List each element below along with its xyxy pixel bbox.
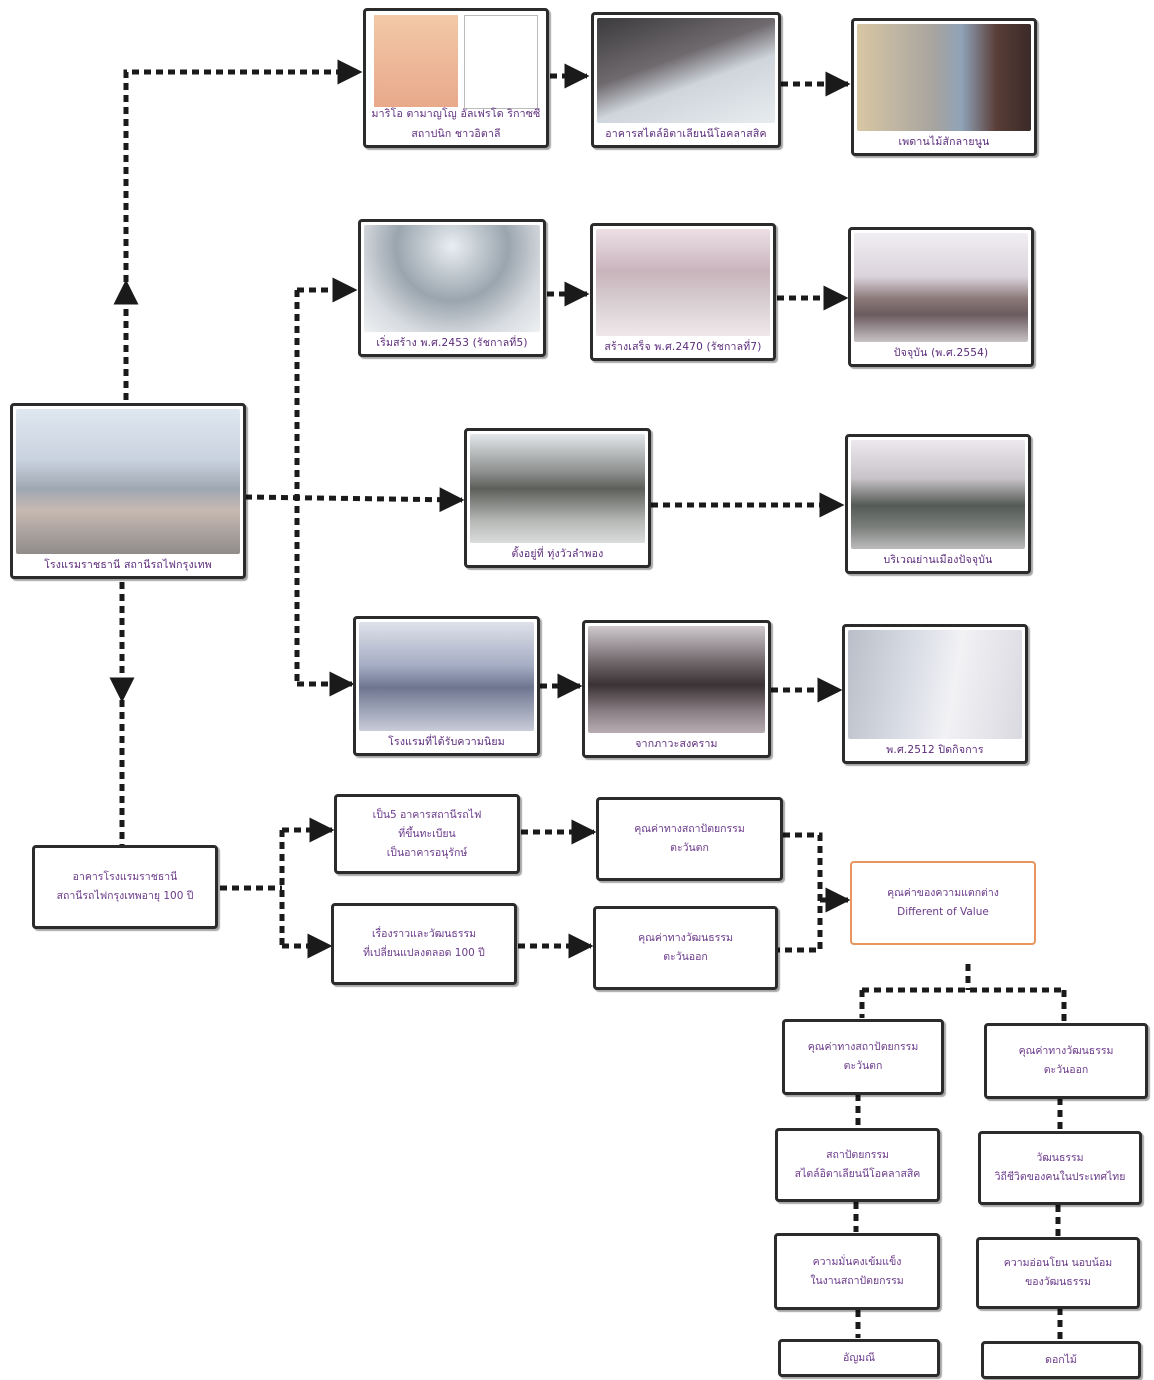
node-architect: มาริโอ ตามาญโญ อัลเฟรโด ริกาซซี สถาปนิก … (363, 8, 549, 148)
photo-station-present (854, 233, 1028, 342)
node-story-culture: เรื่องราวและวัฒนธรรม ที่เปลี่ยนแปลงตลอด … (331, 903, 517, 985)
node-present-day: ปัจจุบัน (พ.ศ.2554) (848, 227, 1034, 367)
node-area-today: บริเวณย่านเมืองปัจจุบัน (845, 434, 1031, 574)
caption-main-hotel: โรงแรมราชธานี สถานีรถไฟกรุงเทพ (44, 559, 212, 571)
culte-line2: ตะวันออก (663, 951, 708, 963)
b4-line2: วิถีชีวิตของคนในประเทศไทย (994, 1171, 1126, 1183)
node-strength: ความมั่นคงเข้มแข็ง ในงานสถาปัตยกรรม (774, 1233, 940, 1310)
node-gentleness: ความอ่อนโยน นอบน้อม ของวัฒนธรรม (976, 1237, 1140, 1309)
photo-war-damage (588, 626, 765, 733)
node-western-architecture: คุณค่าทางสถาปัตยกรรม ตะวันตก (596, 797, 783, 881)
b4-line1: วัฒนธรรม (1036, 1152, 1084, 1164)
photo-station-completed (596, 229, 770, 336)
b1-line1: คุณค่าทางสถาปัตยกรรม (807, 1041, 919, 1053)
node-different-of-value: คุณค่าของความแตกต่าง Different of Value (850, 861, 1036, 945)
photo-teak-ceiling (857, 24, 1031, 131)
caption-italian-style: อาคารสไตล์อิตาเลียนนีโอคลาสสิค (605, 128, 767, 140)
node-gem: อัญมณี (778, 1339, 940, 1377)
hotel-line1: อาคารโรงแรมราชธานี (72, 871, 178, 883)
edge-up-row1 (123, 59, 363, 282)
caption-present-day: ปัจจุบัน (พ.ศ.2554) (893, 347, 989, 359)
photo-station-construction (364, 225, 540, 332)
reg-line1: เป็น5 อาคารสถานีรถไฟ (372, 808, 482, 821)
b2-line1: คุณค่าทางวัฒนธรรม (1018, 1045, 1114, 1057)
edge-main-r3a (244, 487, 465, 513)
node-start-build: เริ่มสร้าง พ.ศ.2453 (รัชกาลที่5) (358, 219, 546, 357)
node-italian-neoclassic: สถาปัตยกรรม สไตล์อิตาเลียนนีโอคลาสสิค (775, 1128, 940, 1202)
node-thai-way-of-life: วัฒนธรรม วิถีชีวิตของคนในประเทศไทย (978, 1131, 1142, 1205)
caption-area-today: บริเวณย่านเมืองปัจจุบัน (883, 554, 993, 566)
node-main-hotel-photo: โรงแรมราชธานี สถานีรถไฟกรุงเทพ (10, 403, 246, 579)
node-eastern-culture: คุณค่าทางวัฒนธรรม ตะวันออก (593, 906, 778, 990)
caption-location: ตั้งอยู่ที่ ทุ่งวัวลำพอง (511, 548, 604, 560)
node-teak-ceiling: เพดานไม้สักลายนูน (851, 18, 1037, 156)
node-registered-building: เป็น5 อาคารสถานีรถไฟ ที่ขึ้นทะเบียน เป็น… (334, 794, 520, 874)
diff-line1: คุณค่าของความแตกต่าง (887, 887, 999, 899)
node-closed: พ.ศ.2512 ปิดกิจการ (842, 624, 1028, 764)
caption-architect-line2: สถาปนิก ชาวอิตาลี (411, 128, 501, 140)
caption-closed: พ.ศ.2512 ปิดกิจการ (886, 744, 984, 756)
photo-hotel-guests (359, 622, 534, 731)
caption-architect-line1: มาริโอ ตามาญโญ อัลเฟรโด ริกาซซี (371, 108, 541, 120)
b8-line1: ดอกไม้ (1045, 1353, 1077, 1366)
b5-line1: ความมั่นคงเข้มแข็ง (812, 1255, 902, 1268)
photo-closed-corridor (848, 630, 1022, 739)
b3-line1: สถาปัตยกรรม (826, 1149, 889, 1161)
b5-line2: ในงานสถาปัตยกรรม (810, 1274, 904, 1287)
caption-finish-build: สร้างเสร็จ พ.ศ.2470 (รัชกาลที่7) (604, 341, 762, 353)
node-flower: ดอกไม้ (981, 1341, 1141, 1379)
node-popular-hotel: โรงแรมที่ได้รับความนิยม (353, 616, 540, 756)
edge-archw-diff (778, 832, 823, 953)
culte-line1: คุณค่าทางวัฒนธรรม (638, 932, 733, 944)
b7-line1: อัญมณี (843, 1351, 875, 1364)
caption-start-build: เริ่มสร้าง พ.ศ.2453 (รัชกาลที่5) (376, 337, 528, 349)
node-location: ตั้งอยู่ที่ ทุ่งวัวลำพอง (464, 428, 651, 568)
story-line2: ที่เปลี่ยนแปลงตลอด 100 ปี (363, 947, 485, 959)
photo-blank-frame (464, 15, 538, 109)
node-hotel-100-years: อาคารโรงแรมราชธานี สถานีรถไฟกรุงเทพอายุ … (32, 845, 218, 929)
b6-line1: ความอ่อนโยน นอบน้อม (1003, 1257, 1113, 1269)
b6-line2: ของวัฒนธรรม (1025, 1276, 1091, 1288)
b2-line2: ตะวันออก (1043, 1064, 1089, 1076)
photo-area-today (851, 440, 1025, 549)
caption-war: จากภาวะสงคราม (635, 738, 718, 750)
caption-popular-hotel: โรงแรมที่ได้รับความนิยม (388, 736, 505, 748)
story-line1: เรื่องราวและวัฒนธรรม (371, 928, 477, 940)
b1-line2: ตะวันตก (843, 1060, 883, 1072)
diff-line2: Different of Value (897, 906, 989, 918)
reg-line2: ที่ขึ้นทะเบียน (398, 827, 456, 840)
node-branch-eastern-culture: คุณค่าทางวัฒนธรรม ตะวันออก (984, 1023, 1148, 1099)
node-war: จากภาวะสงคราม (582, 620, 771, 758)
node-finish-build: สร้างเสร็จ พ.ศ.2470 (รัชกาลที่7) (590, 223, 776, 361)
photo-architect-portrait (374, 15, 458, 107)
caption-teak-ceiling: เพดานไม้สักลายนูน (898, 136, 990, 148)
reg-line3: เป็นอาคารอนุรักษ์ (386, 846, 468, 859)
node-italian-style: อาคารสไตล์อิตาเลียนนีโอคลาสสิค (591, 12, 781, 148)
archw-line2: ตะวันตก (670, 842, 709, 854)
photo-italian-building (597, 18, 775, 123)
archw-line1: คุณค่าทางสถาปัตยกรรม (634, 823, 745, 835)
node-branch-western-architecture: คุณค่าทางสถาปัตยกรรม ตะวันตก (782, 1019, 944, 1095)
hotel-line2: สถานีรถไฟกรุงเทพอายุ 100 ปี (56, 890, 194, 902)
photo-hotel-building (16, 409, 240, 554)
b3-line2: สไตล์อิตาเลียนนีโอคลาสสิค (794, 1168, 921, 1180)
photo-location-square (470, 434, 645, 543)
